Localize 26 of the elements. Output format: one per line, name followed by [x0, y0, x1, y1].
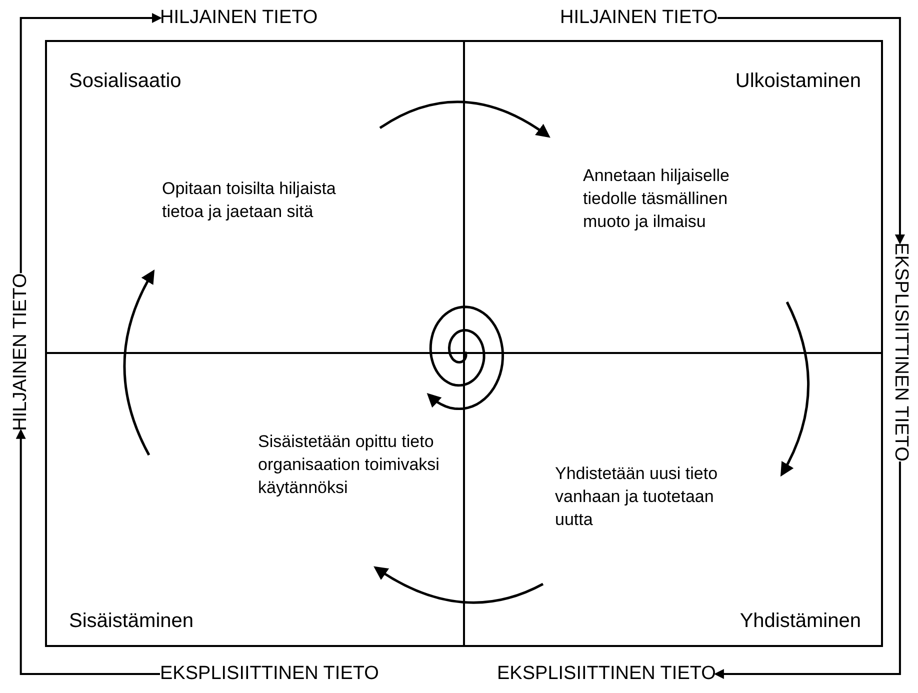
arrow [20, 13, 162, 274]
axis-label: HILJAINEN TIETO [160, 7, 318, 29]
quadrant-description: Annetaan hiljaiselle tiedolle täsmällinen muoto ja ilmaisu [583, 165, 730, 233]
axis-label: EKSPLISIITTINEN TIETO [160, 663, 379, 685]
curved-arrow [123, 269, 154, 456]
axis-label: HILJAINEN TIETO [10, 273, 32, 431]
quadrant-title: Sisäistäminen [69, 610, 194, 633]
axis-label: EKSPLISIITTINEN TIETO [888, 242, 911, 462]
arrow [714, 461, 901, 679]
quadrant-box [463, 40, 883, 354]
curved-arrow [780, 301, 810, 477]
arrow [718, 17, 905, 245]
quadrant-description: Yhdistetään uusi tieto vanhaan ja tuotetaan uutta [555, 463, 719, 531]
quadrant-title: Yhdistäminen [740, 610, 861, 633]
quadrant-box [45, 40, 465, 354]
quadrant-title: Ulkoistaminen [735, 70, 861, 93]
quadrant-box [463, 352, 883, 647]
curved-arrow [373, 566, 544, 604]
axis-label: HILJAINEN TIETO [560, 7, 718, 29]
curved-arrow [379, 100, 550, 138]
quadrant-description: Opitaan toisilta hiljaista tietoa ja jaetaan sitä [162, 178, 337, 223]
quadrant-title: Sosialisaatio [69, 70, 182, 93]
quadrant-box [45, 352, 465, 647]
axis-label: EKSPLISIITTINEN TIETO [497, 663, 716, 685]
arrow [16, 428, 160, 675]
quadrant-description: Sisäistetään opittu tieto organisaation toimivaksi käytännöksi [258, 431, 440, 499]
